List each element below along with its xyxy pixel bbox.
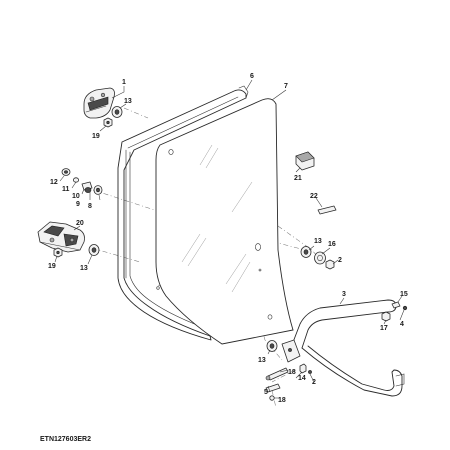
callout-20: 20 bbox=[76, 220, 84, 227]
callout-11: 11 bbox=[62, 186, 70, 193]
bushing-right bbox=[314, 251, 326, 265]
callout-16: 16 bbox=[328, 241, 336, 248]
callout-5: 5 bbox=[264, 389, 268, 396]
washer-right bbox=[300, 246, 312, 258]
callout-9: 9 bbox=[76, 201, 80, 208]
callout-7: 7 bbox=[284, 83, 288, 90]
upper-hinge bbox=[83, 87, 115, 119]
mid-hardware-stack bbox=[61, 168, 103, 195]
callout-4: 4 bbox=[400, 321, 404, 328]
rod-end-nut bbox=[381, 311, 391, 322]
callout-8: 8 bbox=[88, 203, 92, 210]
nut-lower bbox=[53, 247, 63, 258]
callout-15: 15 bbox=[400, 291, 408, 298]
washer-small-b bbox=[84, 187, 92, 193]
lower-hinge bbox=[37, 221, 85, 253]
callout-17: 17 bbox=[380, 325, 388, 332]
callout-18-upper: 18 bbox=[288, 369, 296, 376]
callout-21: 21 bbox=[294, 175, 302, 182]
callout-6: 6 bbox=[250, 73, 254, 80]
callout-12: 12 bbox=[50, 179, 58, 186]
grommet bbox=[93, 185, 103, 195]
callout-3: 3 bbox=[342, 291, 346, 298]
washer-lower-hinge bbox=[88, 244, 100, 256]
callout-14: 14 bbox=[298, 375, 306, 382]
support-rod bbox=[281, 299, 405, 397]
callout-19-upper: 19 bbox=[92, 133, 100, 140]
callout-13-right: 13 bbox=[314, 238, 322, 245]
nut-right bbox=[325, 259, 335, 270]
figure-id: ETN127603ER2 bbox=[40, 436, 91, 443]
washer-bracket bbox=[266, 340, 278, 352]
callout-13-upper: 13 bbox=[124, 98, 132, 105]
callout-13-lower-hinge: 13 bbox=[80, 265, 88, 272]
callout-19-lower: 19 bbox=[48, 263, 56, 270]
door-seal-frame bbox=[117, 85, 249, 341]
washer-small-a bbox=[73, 177, 80, 183]
cap-nut bbox=[61, 168, 71, 176]
callout-labels: 1 13 19 6 7 12 11 10 9 8 20 19 13 21 22 … bbox=[48, 73, 408, 404]
washer-upper bbox=[111, 106, 123, 118]
clip bbox=[317, 205, 337, 215]
callout-2-right: 2 bbox=[338, 257, 342, 264]
rubber-pad bbox=[295, 151, 315, 171]
callout-13-bracket: 13 bbox=[258, 357, 266, 364]
callout-18-lower: 18 bbox=[278, 397, 286, 404]
door-glass-panel bbox=[155, 98, 294, 345]
rod-end-bolt bbox=[391, 301, 408, 311]
callout-22: 22 bbox=[310, 193, 318, 200]
leader-lines bbox=[54, 79, 405, 399]
callout-2-lower: 2 bbox=[312, 379, 316, 386]
callout-1: 1 bbox=[122, 79, 126, 86]
callout-10: 10 bbox=[72, 193, 80, 200]
nut-upper bbox=[103, 117, 113, 128]
